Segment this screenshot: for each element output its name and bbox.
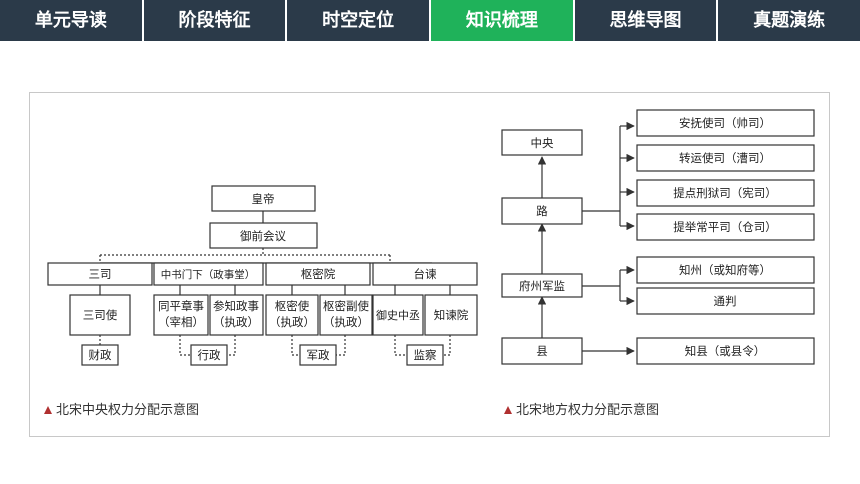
admin-box (190, 344, 228, 366)
xian-label: 县 (536, 344, 548, 358)
zhijian-label: 知谏院 (434, 308, 469, 322)
sansishi-label: 三司使 (83, 308, 118, 322)
central-diagram: 皇帝 御前会议 三司 中书门下（政事堂） 枢密院 台谏 三司使 同平章事 （宰相… (44, 185, 478, 418)
zhongshu-box (153, 262, 264, 286)
canzhi-label: 参知政事 (213, 299, 259, 313)
military-box (299, 344, 337, 366)
power-diagram: 皇帝 御前会议 三司 中书门下（政事堂） 枢密院 台谏 三司使 同平章事 （宰相… (44, 109, 815, 418)
lu-official-label: 提举常平司（仓司） (673, 220, 777, 234)
shumishi-sub: （执政） (269, 315, 315, 329)
shumifushi-label: 枢密副使 (323, 299, 369, 313)
xian-official-label: 知县（或县令） (685, 344, 766, 358)
sansi-box (47, 262, 153, 286)
tab-mind-map[interactable]: 思维导图 (575, 0, 719, 41)
fuzhou-official-label: 通判 (714, 294, 737, 308)
zhongshu-label: 中书门下（政事堂） (161, 268, 256, 281)
canzhi-sub: （执政） (213, 315, 259, 329)
lu-official-label: 提点刑狱司（宪司） (673, 186, 777, 200)
sansishi-box (69, 294, 131, 336)
fuzhou-official-box (636, 287, 815, 315)
taijian-label: 台谏 (414, 267, 437, 281)
lu-official-label: 转运使司（漕司） (679, 151, 771, 165)
taijian-box (372, 262, 478, 286)
center-box (501, 129, 583, 156)
shumishi-box (265, 294, 319, 336)
tongping-box (153, 294, 209, 336)
supervision-box (406, 344, 444, 366)
finance-label: 财政 (89, 348, 112, 362)
central-caption: 北宋中央权力分配示意图 (56, 402, 199, 418)
center-label: 中央 (531, 136, 554, 150)
yushi-box (372, 294, 424, 336)
lu-official-box (636, 144, 815, 172)
shumifushi-sub: （执政） (323, 315, 369, 329)
council-box (209, 222, 318, 249)
xian-box (501, 337, 583, 365)
tab-unit-intro[interactable]: 单元导读 (0, 0, 144, 41)
tab-stage-features[interactable]: 阶段特征 (144, 0, 288, 41)
lu-official-box (636, 109, 815, 137)
supervision-label: 监察 (414, 348, 437, 362)
lu-box (501, 197, 583, 225)
lu-label: 路 (536, 204, 548, 218)
shumishi-label: 枢密使 (275, 299, 310, 313)
shumi-label: 枢密院 (301, 267, 336, 281)
admin-label: 行政 (198, 348, 221, 362)
local-diagram: 中央 路 府州军监 县 安抚使司（帅司） 转运使司（漕司） 提点刑狱司（宪司） … (501, 109, 815, 418)
emperor-label: 皇帝 (252, 192, 275, 206)
yushi-label: 御史中丞 (376, 308, 420, 322)
fuzhou-box (501, 273, 583, 298)
diagram-panel: 皇帝 御前会议 三司 中书门下（政事堂） 枢密院 台谏 三司使 同平章事 （宰相… (29, 92, 830, 437)
caption-triangle-icon (504, 406, 512, 414)
finance-box (81, 344, 119, 366)
fuzhou-official-label: 知州（或知府等） (679, 263, 771, 277)
zhijian-box (424, 294, 478, 336)
emperor-box (211, 185, 316, 212)
lu-official-box (636, 213, 815, 241)
military-label: 军政 (307, 348, 330, 362)
tab-practice[interactable]: 真题演练 (753, 10, 826, 31)
fuzhou-official-box (636, 256, 815, 284)
caption-triangle-icon (44, 406, 52, 414)
sansi-label: 三司 (89, 267, 112, 281)
lu-official-label: 安抚使司（帅司） (679, 116, 771, 130)
council-label: 御前会议 (240, 229, 286, 243)
local-caption: 北宋地方权力分配示意图 (516, 402, 659, 418)
lu-official-box (636, 179, 815, 207)
tongping-label: 同平章事 (158, 299, 204, 313)
fuzhou-label: 府州军监 (519, 279, 565, 293)
tab-time-space[interactable]: 时空定位 (287, 0, 432, 41)
canzhi-box (209, 294, 264, 336)
shumifushi-box (319, 294, 373, 336)
nav-tabs: 单元导读 阶段特征 时空定位 知识梳理 思维导图 真题演练 (0, 0, 860, 41)
shumi-box (265, 262, 371, 286)
tongping-sub: （宰相） (158, 315, 204, 329)
xian-official-box (636, 337, 815, 365)
tab-knowledge[interactable]: 知识梳理 (431, 0, 575, 41)
